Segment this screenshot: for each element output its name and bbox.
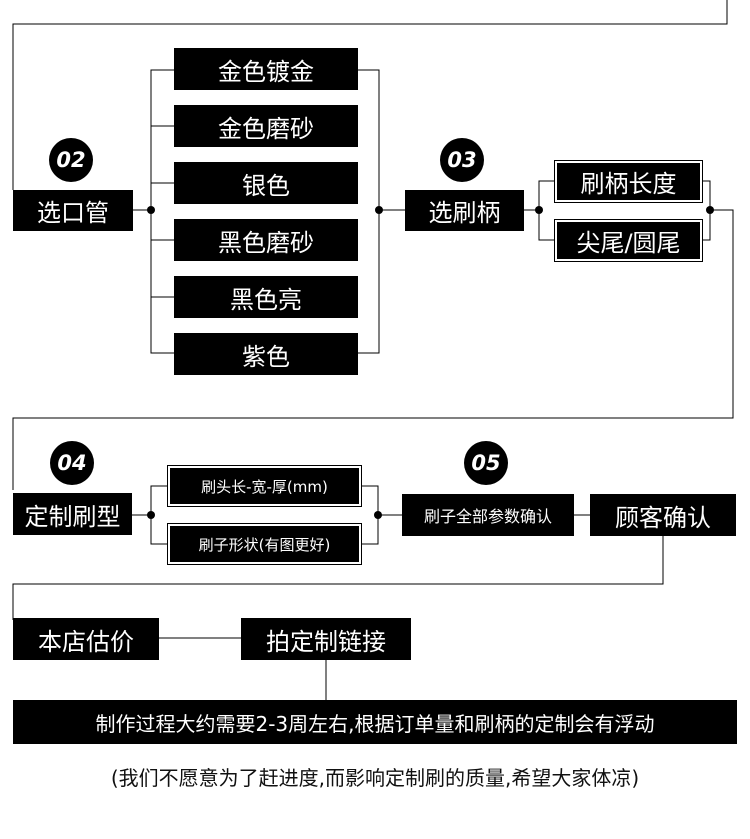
tube-option-silver: 银色 xyxy=(174,162,358,204)
step-number-03: 03 xyxy=(440,138,484,182)
custom-order-link: 拍定制链接 xyxy=(241,618,411,660)
handle-option-tail-shape: 尖尾/圆尾 xyxy=(554,219,703,262)
step-number-04: 04 xyxy=(50,441,94,485)
brush-option-dimensions: 刷头长-宽-厚(mm) xyxy=(167,465,362,507)
step-05-confirm-parameters: 刷子全部参数确认 xyxy=(402,494,574,536)
flow-line-top xyxy=(12,0,728,190)
flow-line-lower xyxy=(12,535,664,620)
tube-option-black-matte: 黑色磨砂 xyxy=(174,219,358,261)
apology-note: (我们不愿意为了赶进度,而影响定制刷的质量,希望大家体凉) xyxy=(110,766,640,790)
step-number-02: 02 xyxy=(49,138,93,182)
process-duration-note: 制作过程大约需要2-3周左右,根据订单量和刷柄的定制会有浮动 xyxy=(13,700,737,744)
flow-line-middle xyxy=(12,209,734,490)
step-04-custom-brush-type: 定制刷型 xyxy=(13,493,132,535)
tube-option-gold-matte: 金色磨砂 xyxy=(174,105,358,147)
step-number-05: 05 xyxy=(464,441,508,485)
step-02-select-tube: 选口管 xyxy=(13,190,133,231)
customer-confirm: 顾客确认 xyxy=(590,494,736,536)
tube-option-gold-plated: 金色镀金 xyxy=(174,48,358,90)
tube-option-purple: 紫色 xyxy=(174,333,358,375)
tube-option-black-glossy: 黑色亮 xyxy=(174,276,358,318)
store-quote: 本店估价 xyxy=(13,618,159,660)
step-03-select-handle: 选刷柄 xyxy=(405,190,524,231)
handle-option-length: 刷柄长度 xyxy=(554,160,703,203)
brush-option-shape: 刷子形状(有图更好) xyxy=(167,523,362,565)
